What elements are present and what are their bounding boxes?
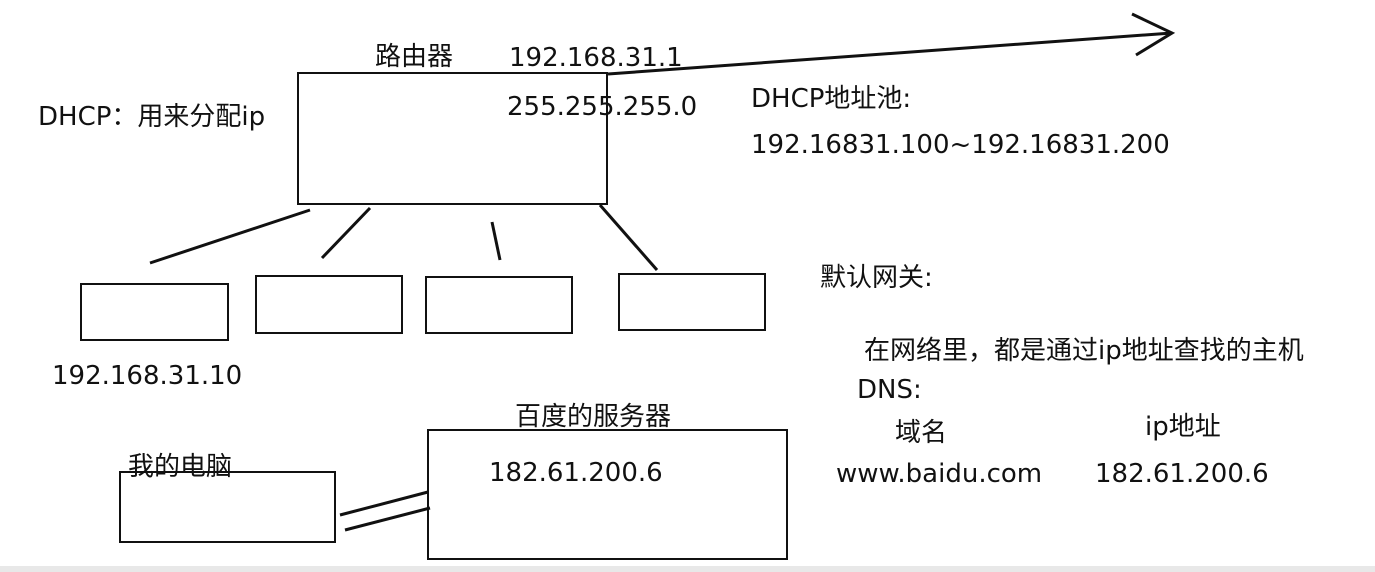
link-router-host3: [490, 221, 502, 261]
dns-column-ip: ip地址: [1145, 412, 1221, 442]
my-pc-box: [119, 471, 336, 543]
link-router-host1: [149, 208, 311, 265]
router-internet-arrow-line: [607, 31, 1173, 76]
router-label: 路由器: [375, 42, 454, 72]
router-box: [297, 72, 608, 205]
dns-title: DNS:: [857, 375, 922, 405]
dns-ip-value: 182.61.200.6: [1095, 459, 1269, 489]
dhcp-pool-range: 192.16831.100~192.16831.200: [751, 130, 1170, 160]
server-ip: 182.61.200.6: [489, 458, 663, 488]
host-box-3: [425, 276, 573, 334]
router-mask: 255.255.255.0: [507, 92, 698, 122]
dhcp-description: DHCP：用来分配ip: [38, 102, 266, 132]
host-box-4: [618, 273, 766, 331]
link-router-host2: [320, 206, 372, 260]
host-box-1: [80, 283, 229, 341]
dhcp-pool-title: DHCP地址池:: [751, 84, 912, 114]
link-pc-server-1: [339, 490, 429, 517]
host1-ip: 192.168.31.10: [52, 361, 243, 391]
dns-column-domain: 域名: [895, 418, 948, 448]
gateway-title: 默认网关:: [820, 263, 933, 293]
link-pc-server-2: [344, 506, 431, 532]
my-pc-label: 我的电脑: [128, 452, 233, 482]
arrow-head: [1131, 12, 1176, 57]
gateway-note: 在网络里，都是通过ip地址查找的主机: [864, 336, 1304, 366]
host-box-2: [255, 275, 403, 334]
router-ip: 192.168.31.1: [509, 43, 683, 73]
server-label: 百度的服务器: [515, 402, 672, 432]
server-box: [427, 429, 788, 560]
dns-domain-value: www.baidu.com: [836, 459, 1043, 489]
link-router-host4: [598, 204, 659, 271]
bottom-band: [0, 566, 1375, 572]
